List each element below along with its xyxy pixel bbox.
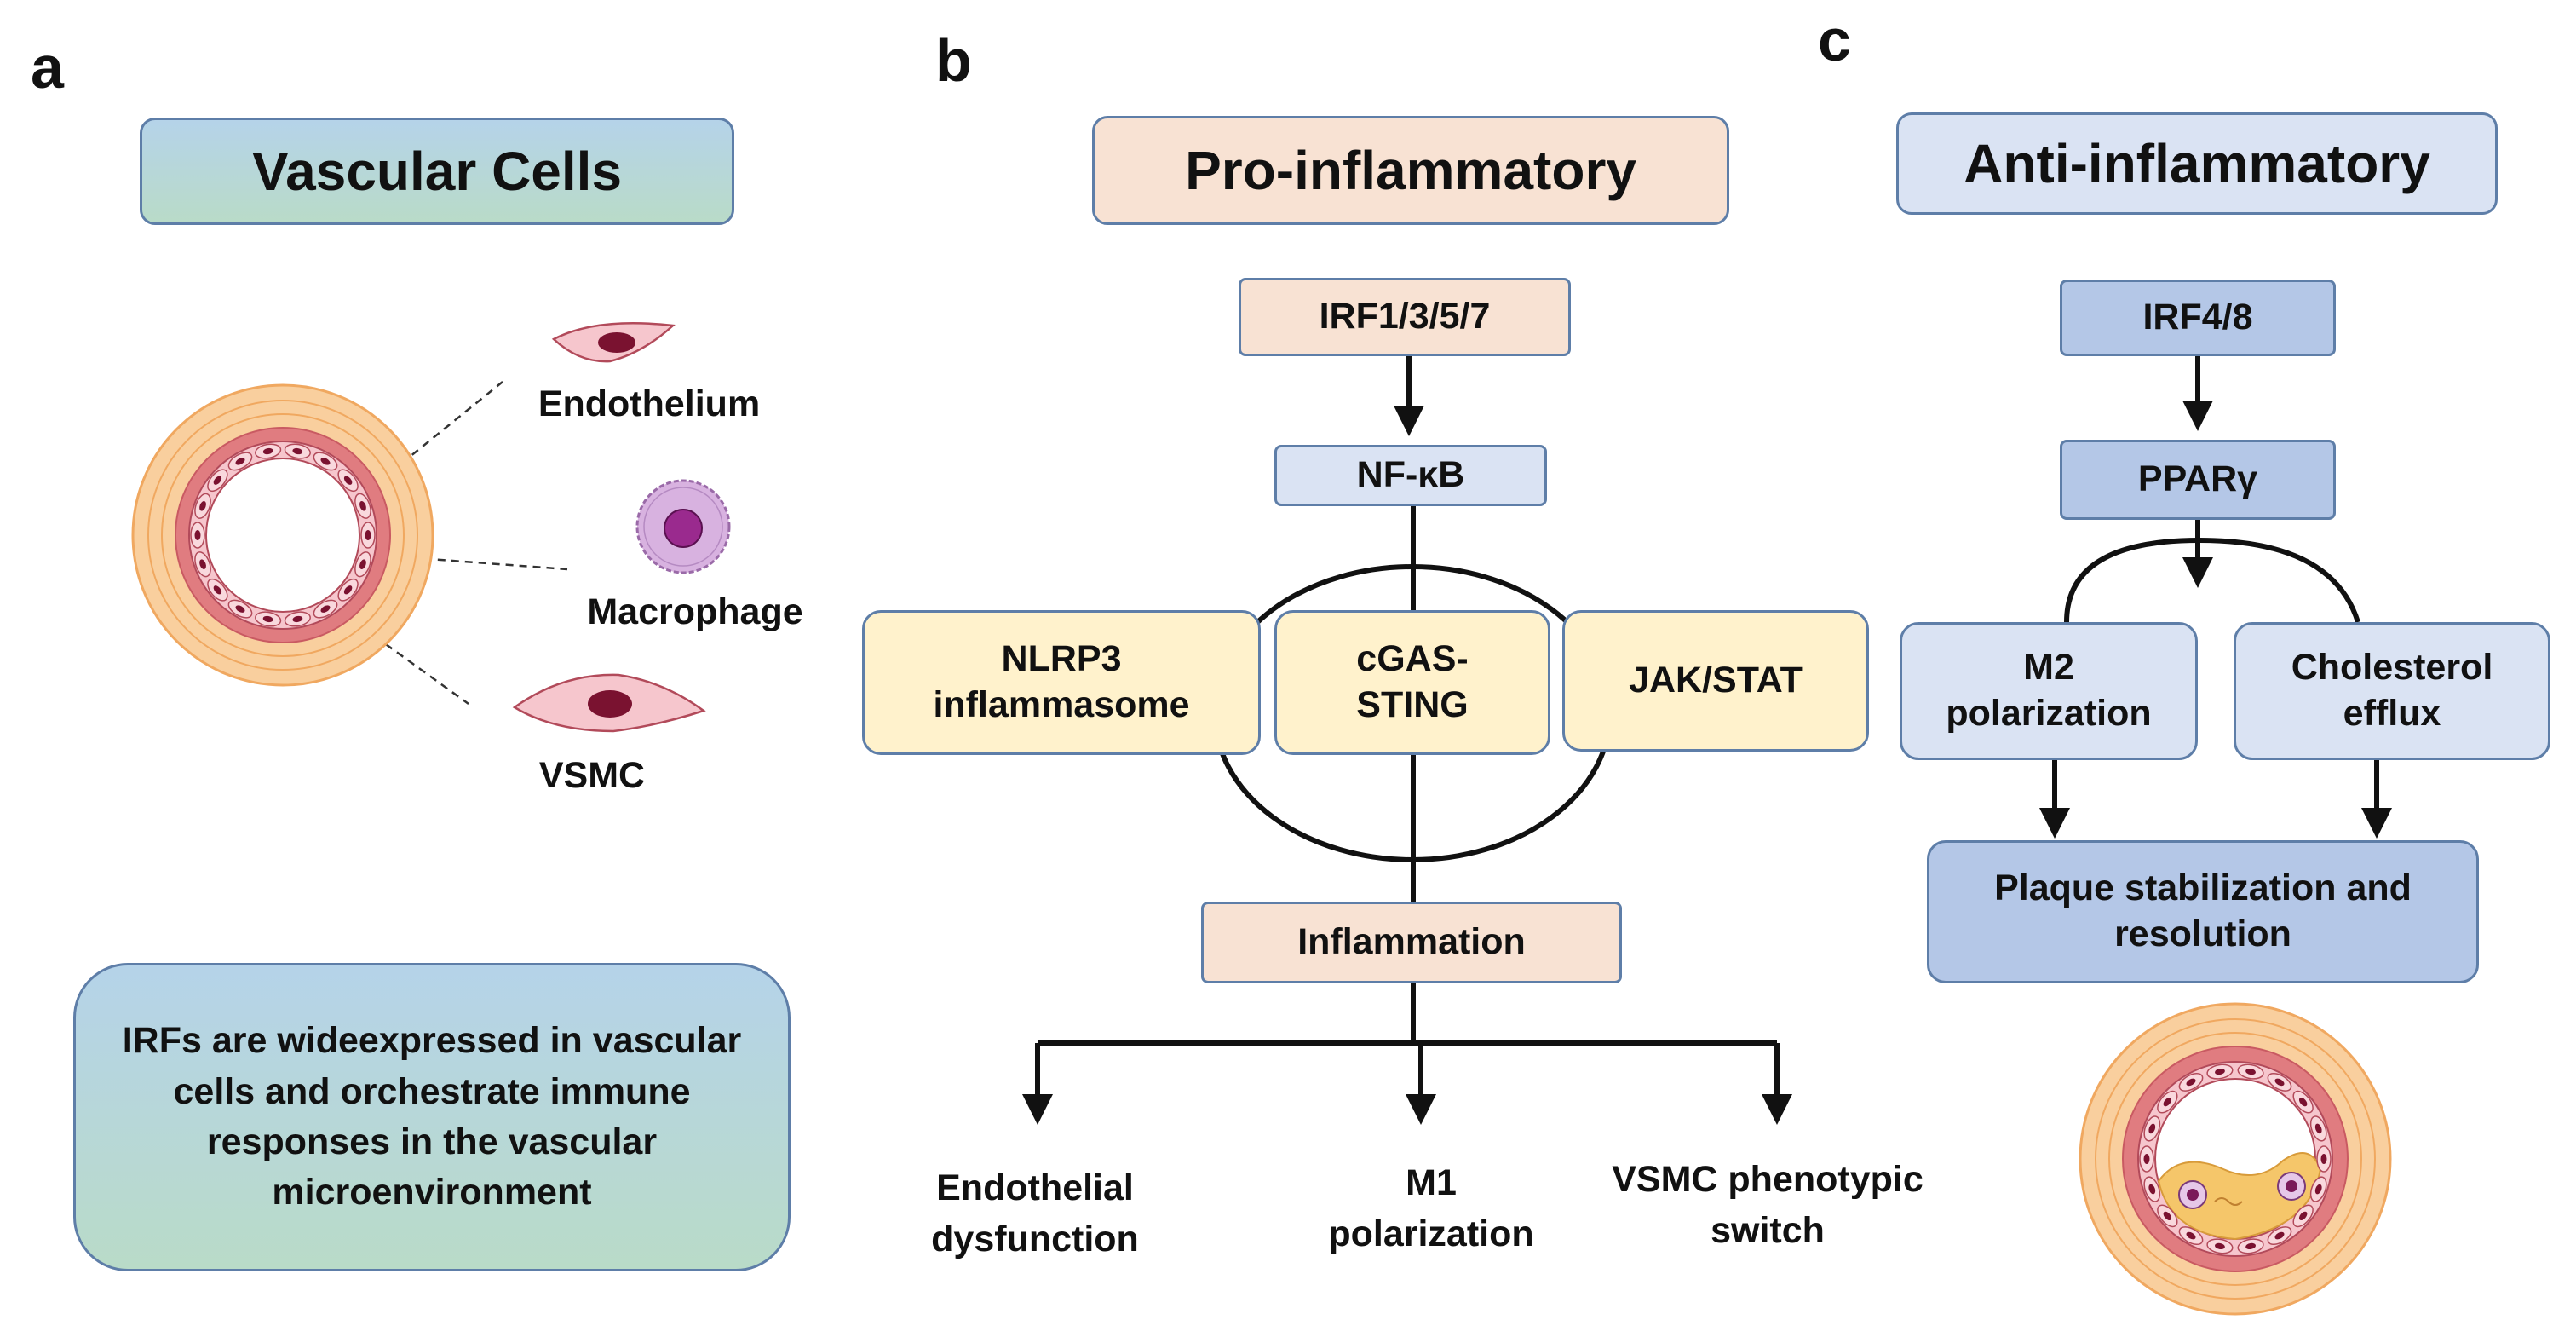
vessel-cross-section bbox=[131, 383, 434, 687]
plaque-vessel-illustration bbox=[2079, 1002, 2392, 1316]
plaque-vessel-endothelial-nucleus bbox=[2215, 1068, 2225, 1075]
plaque-vessel-endothelial-nucleus bbox=[2163, 1098, 2172, 1107]
outcome-vsmc-phenotypic-switch: VSMC phenotypic switch bbox=[1612, 1159, 1923, 1252]
vsmc-illustration bbox=[512, 673, 706, 733]
plaque-vessel-endothelial-nucleus bbox=[2143, 1154, 2150, 1164]
leader-vsmc bbox=[352, 619, 469, 706]
irf48-box: IRF4/8 bbox=[2060, 280, 2336, 356]
plaque-vessel-endothelial-nucleus bbox=[2148, 1123, 2156, 1134]
plaque-vessel-endothelial-nucleus bbox=[2298, 1211, 2308, 1220]
plaque-vessel-endothelial-nucleus bbox=[2186, 1231, 2196, 1240]
vessel-endothelial-nucleus bbox=[292, 447, 303, 455]
vessel-endothelial-nucleus bbox=[262, 447, 273, 455]
cholesterol-efflux-box: Cholesterol efflux bbox=[2234, 622, 2550, 760]
vessel-endothelial-nucleus bbox=[343, 476, 353, 485]
plaque-vessel-endothelial-nucleus bbox=[2314, 1123, 2322, 1134]
plaque-vessel-endothelial-nucleus bbox=[2314, 1184, 2322, 1195]
label-macrophage: Macrophage bbox=[587, 591, 803, 632]
plaque-vessel-endothelial-nucleus bbox=[2320, 1154, 2327, 1164]
plaque-vessel-endothelial-nucleus bbox=[2274, 1078, 2285, 1087]
plaque-vessel-endothelial-nucleus bbox=[2163, 1211, 2172, 1220]
outcome-m1-polarization: M1 polarization bbox=[1328, 1162, 1534, 1255]
panel-letter-b: b bbox=[935, 27, 972, 94]
arc-ppar-split bbox=[2064, 537, 2360, 623]
vessel-endothelial-nucleus bbox=[199, 559, 206, 569]
endothelial-cell-illustration bbox=[551, 322, 676, 363]
nlrp3-box: NLRP3 inflammasome bbox=[862, 610, 1261, 755]
plaque-vessel-endothelial-nucleus bbox=[2215, 1242, 2225, 1250]
macrophage-illustration bbox=[635, 479, 731, 574]
vessel-endothelial-nucleus bbox=[199, 501, 206, 511]
vessel-endothelial-nucleus bbox=[359, 501, 366, 511]
plaque-vessel-endothelial-nucleus bbox=[2186, 1078, 2196, 1087]
plaque-vessel-endothelial-nucleus bbox=[2148, 1184, 2156, 1195]
vessel-endothelial-nucleus bbox=[194, 530, 201, 540]
nfkb-box: NF-κB bbox=[1274, 445, 1547, 506]
panel-letter-c: c bbox=[1818, 7, 1851, 73]
label-vsmc: VSMC bbox=[538, 755, 646, 796]
outcome-endothelial-dysfunction: Endothelial dysfunction bbox=[931, 1167, 1139, 1260]
plaque-vessel-endothelial-nucleus bbox=[2274, 1231, 2285, 1240]
vessel-endothelial-nucleus bbox=[235, 458, 245, 465]
plaque-vessel-endothelial-nucleus bbox=[2298, 1098, 2308, 1107]
plaque-vessel-endothelial-nucleus bbox=[2245, 1068, 2256, 1075]
panel-letter-a: a bbox=[31, 34, 64, 101]
panel-c-title: Anti-inflammatory bbox=[1896, 112, 2498, 215]
vessel-endothelial-nucleus bbox=[343, 585, 353, 595]
vessel-endothelial-nucleus bbox=[262, 615, 273, 623]
plaque-stabilization-box: Plaque stabilization and resolution bbox=[1927, 840, 2479, 983]
label-endothelium: Endothelium bbox=[538, 383, 761, 424]
vessel-endothelial-nucleus bbox=[213, 476, 222, 485]
m2-polarization-box: M2 polarization bbox=[1900, 622, 2198, 760]
vessel-endothelial-nucleus bbox=[365, 530, 371, 540]
inflammation-box: Inflammation bbox=[1201, 902, 1622, 983]
plaque-vessel-endothelial-nucleus bbox=[2245, 1242, 2256, 1250]
vessel-endothelial-nucleus bbox=[320, 458, 331, 465]
vessel-endothelial-nucleus bbox=[320, 605, 331, 613]
ppar-gamma-box: PPARγ bbox=[2060, 440, 2336, 520]
panel-b-title: Pro-inflammatory bbox=[1092, 116, 1729, 225]
vessel-endothelial-nucleus bbox=[235, 605, 245, 613]
jak-stat-box: JAK/STAT bbox=[1562, 610, 1869, 752]
cgas-sting-box: cGAS-STING bbox=[1274, 610, 1550, 755]
vessel-endothelial-nucleus bbox=[359, 559, 366, 569]
irf1357-box: IRF1/3/5/7 bbox=[1239, 278, 1571, 356]
panel-a-summary-box: IRFs are wideexpressed in vascular cells… bbox=[73, 963, 791, 1271]
vessel-endothelial-nucleus bbox=[292, 615, 303, 623]
vessel-endothelial-nucleus bbox=[213, 585, 222, 595]
panel-a-title: Vascular Cells bbox=[140, 118, 734, 225]
